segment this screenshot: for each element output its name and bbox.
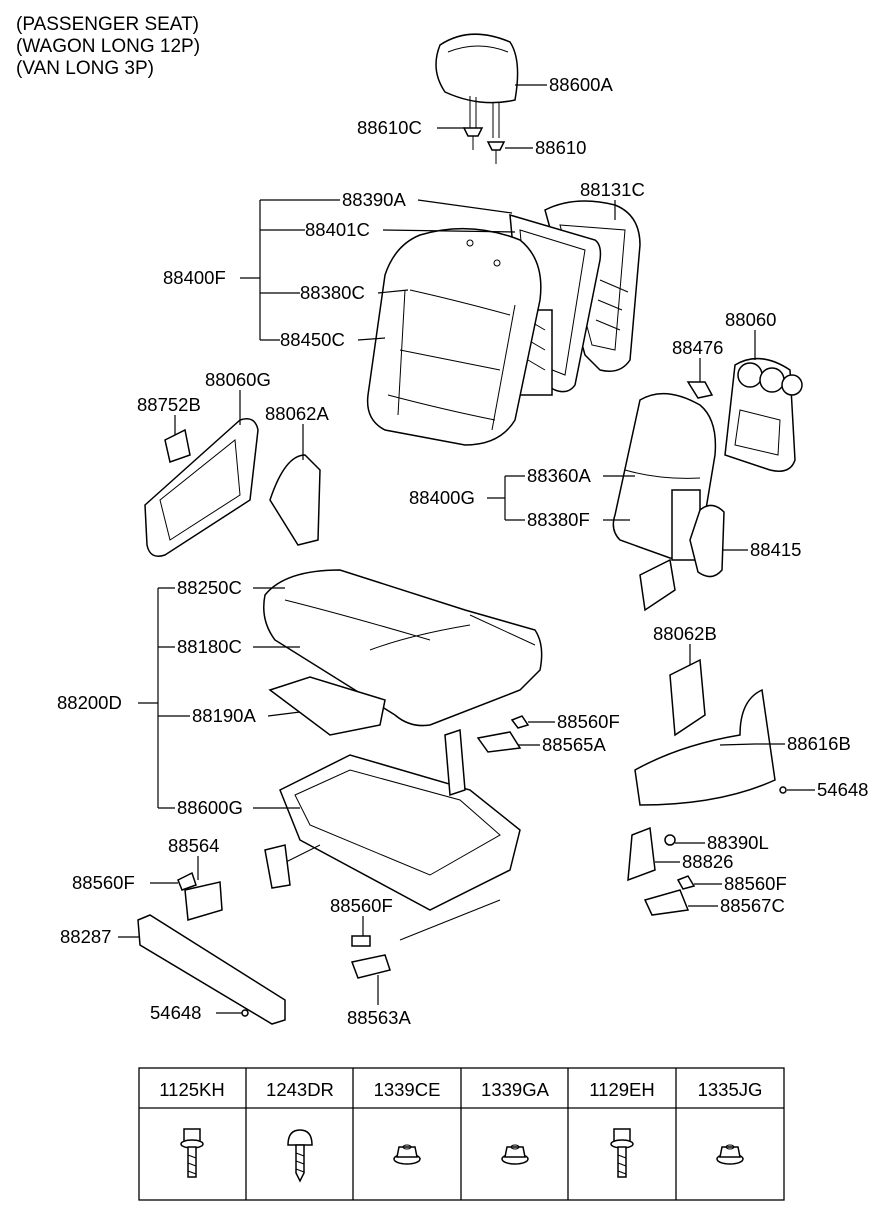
fastener-table: 1125KH 1243DR 1339CE 1339GA 1129EH 1335J… <box>138 1067 785 1201</box>
label-88060: 88060 <box>725 309 776 330</box>
label-88610: 88610 <box>535 137 586 158</box>
screw-54648-a-drawing <box>779 786 787 794</box>
label-88476: 88476 <box>672 337 723 358</box>
label-88190A: 88190A <box>192 705 256 726</box>
label-88560F-c: 88560F <box>724 873 787 894</box>
table-header-1339CE: 1339CE <box>374 1079 441 1100</box>
label-88616B: 88616B <box>787 733 851 754</box>
label-88567C: 88567C <box>720 895 785 916</box>
clip-88560F-a-drawing <box>510 715 530 729</box>
label-88752B: 88752B <box>137 394 201 415</box>
bracket-88565A-drawing <box>476 731 522 753</box>
armrest-drawing <box>724 357 803 472</box>
headrest-drawing <box>435 33 519 164</box>
table-header-1243DR: 1243DR <box>266 1079 334 1100</box>
label-88600G: 88600G <box>177 797 243 818</box>
cover-88415-drawing <box>689 504 725 578</box>
header-line-3: (VAN LONG 3P) <box>16 58 154 79</box>
seat-frame-drawing <box>264 728 521 941</box>
bracket-88062A-drawing <box>269 454 321 546</box>
header-line-2: (WAGON LONG 12P) <box>16 36 201 57</box>
flange-nut-icon <box>501 1144 529 1165</box>
flange-nut-icon <box>716 1144 744 1165</box>
side-frame-drawing <box>144 418 259 557</box>
table-header-1129EH: 1129EH <box>589 1079 654 1100</box>
back-cushion-drawing <box>366 227 542 446</box>
label-88450C: 88450C <box>280 329 345 350</box>
label-88826: 88826 <box>682 851 733 872</box>
screw-54648-b-drawing <box>241 1009 249 1017</box>
label-88131C: 88131C <box>580 179 645 200</box>
label-88200D: 88200D <box>57 692 122 713</box>
table-header-1125KH: 1125KH <box>159 1079 224 1100</box>
label-88380F: 88380F <box>527 509 590 530</box>
leader-lines <box>118 84 815 1014</box>
table-header-1339GA: 1339GA <box>481 1079 550 1100</box>
clip-88560F-b-drawing <box>177 871 197 891</box>
bracket-88567C-drawing <box>643 889 690 916</box>
flange-bolt-icon <box>180 1128 204 1178</box>
seat-cushion-drawing <box>263 569 543 727</box>
second-back-drawing <box>612 392 717 612</box>
bracket-88563A-drawing <box>350 954 391 979</box>
label-88390L: 88390L <box>707 832 769 853</box>
bracket-88826-drawing <box>627 826 656 882</box>
label-88287: 88287 <box>60 926 111 947</box>
part-labels: 88600A 88610C 88610 88390A 88131C 88401C… <box>57 74 868 1028</box>
clip-88560F-c-drawing <box>676 875 696 890</box>
label-88390A: 88390A <box>342 189 406 210</box>
tapping-screw-icon <box>287 1129 313 1183</box>
label-88401C: 88401C <box>305 219 370 240</box>
label-88360A: 88360A <box>527 465 591 486</box>
label-54648-a: 54648 <box>817 779 868 800</box>
seat-pan-drawing <box>268 676 386 736</box>
label-88563A: 88563A <box>347 1007 411 1028</box>
bracket-88564-drawing <box>184 881 223 921</box>
label-88600A: 88600A <box>549 74 613 95</box>
label-88564: 88564 <box>168 835 219 856</box>
label-88180C: 88180C <box>177 636 242 657</box>
clip-88560F-d-drawing <box>351 935 371 947</box>
label-88560F-a: 88560F <box>557 711 620 732</box>
label-54648-b: 54648 <box>150 1002 201 1023</box>
nut-88390L-drawing <box>664 834 676 846</box>
label-88400F: 88400F <box>163 267 226 288</box>
label-88062B: 88062B <box>653 623 717 644</box>
label-88560F-d: 88560F <box>330 895 393 916</box>
label-88400G: 88400G <box>409 487 475 508</box>
label-88565A: 88565A <box>542 734 606 755</box>
flange-bolt-icon <box>610 1128 634 1178</box>
label-88062A: 88062A <box>265 403 329 424</box>
bracket-88062B-drawing <box>669 658 706 737</box>
header-line-1: (PASSENGER SEAT) <box>16 14 199 35</box>
label-88060G: 88060G <box>205 369 271 390</box>
trim-88616B-drawing <box>634 688 776 806</box>
diagram-header: (PASSENGER SEAT) (WAGON LONG 12P) (VAN L… <box>16 14 200 80</box>
label-88415: 88415 <box>750 539 801 560</box>
flange-nut-icon <box>393 1144 421 1165</box>
table-header-1335JG: 1335JG <box>698 1079 763 1100</box>
label-88250C: 88250C <box>177 577 242 598</box>
label-88560F-b: 88560F <box>72 872 135 893</box>
label-88610C: 88610C <box>357 117 422 138</box>
label-88380C: 88380C <box>300 282 365 303</box>
clip-88476-drawing <box>686 381 714 399</box>
rail-cover-88287-drawing <box>137 914 286 1025</box>
